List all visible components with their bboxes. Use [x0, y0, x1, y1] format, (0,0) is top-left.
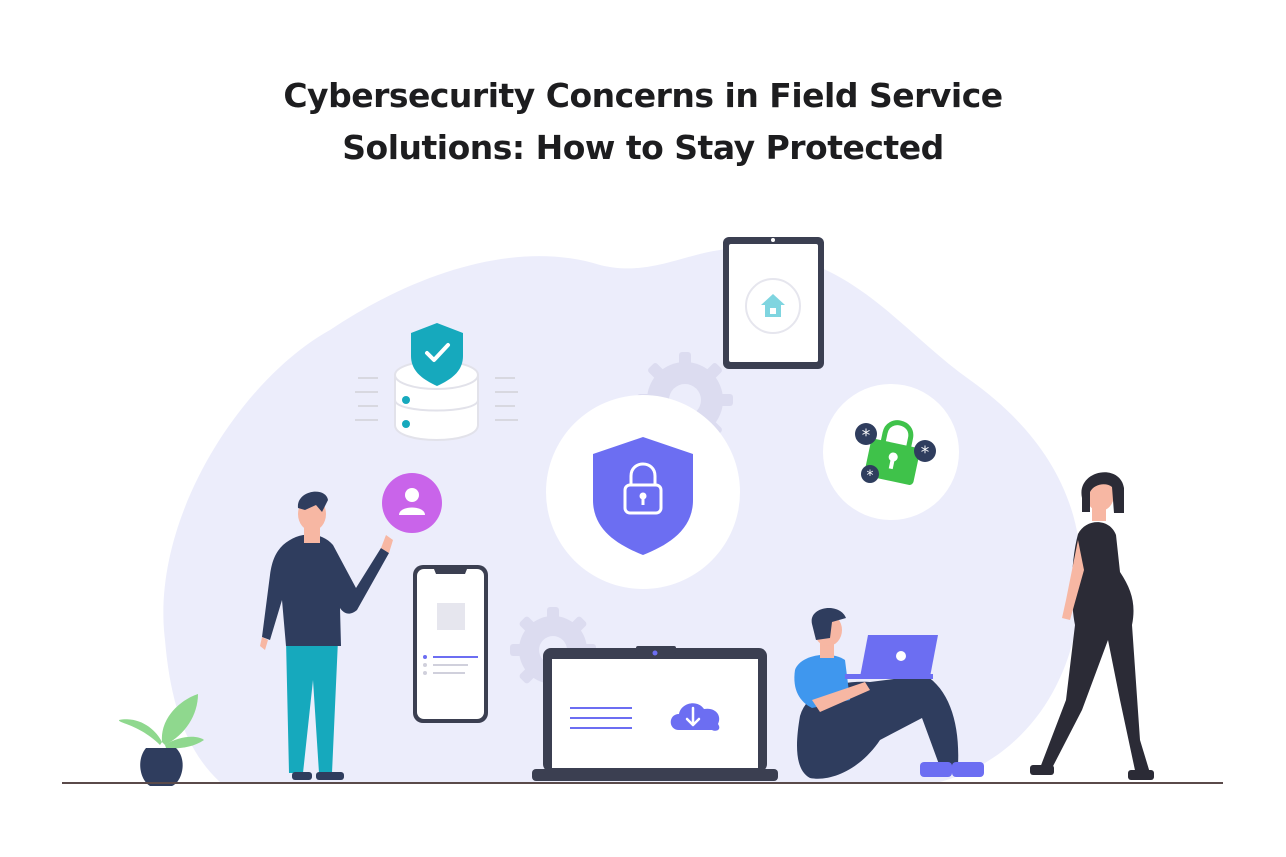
laptop-icon — [532, 646, 778, 781]
shield-check-icon — [411, 323, 463, 386]
person-sitting — [794, 607, 984, 779]
plant-icon — [118, 694, 204, 786]
page-title: Cybersecurity Concerns in Field Service … — [0, 70, 1286, 174]
user-icon — [382, 473, 442, 533]
padlock-icon: * * * — [855, 420, 936, 485]
title-line-1: Cybersecurity Concerns in Field Service — [283, 76, 1003, 115]
shield-lock-icon — [593, 437, 693, 555]
svg-text:*: * — [867, 468, 874, 484]
smartphone-icon — [413, 565, 488, 723]
title-line-2: Solutions: How to Stay Protected — [342, 128, 944, 167]
svg-text:*: * — [921, 443, 930, 463]
home-icon — [761, 294, 785, 317]
svg-text:*: * — [862, 426, 871, 446]
cloud-download-icon — [670, 703, 720, 731]
person-standing-left — [260, 491, 393, 780]
person-walking — [1030, 472, 1154, 780]
